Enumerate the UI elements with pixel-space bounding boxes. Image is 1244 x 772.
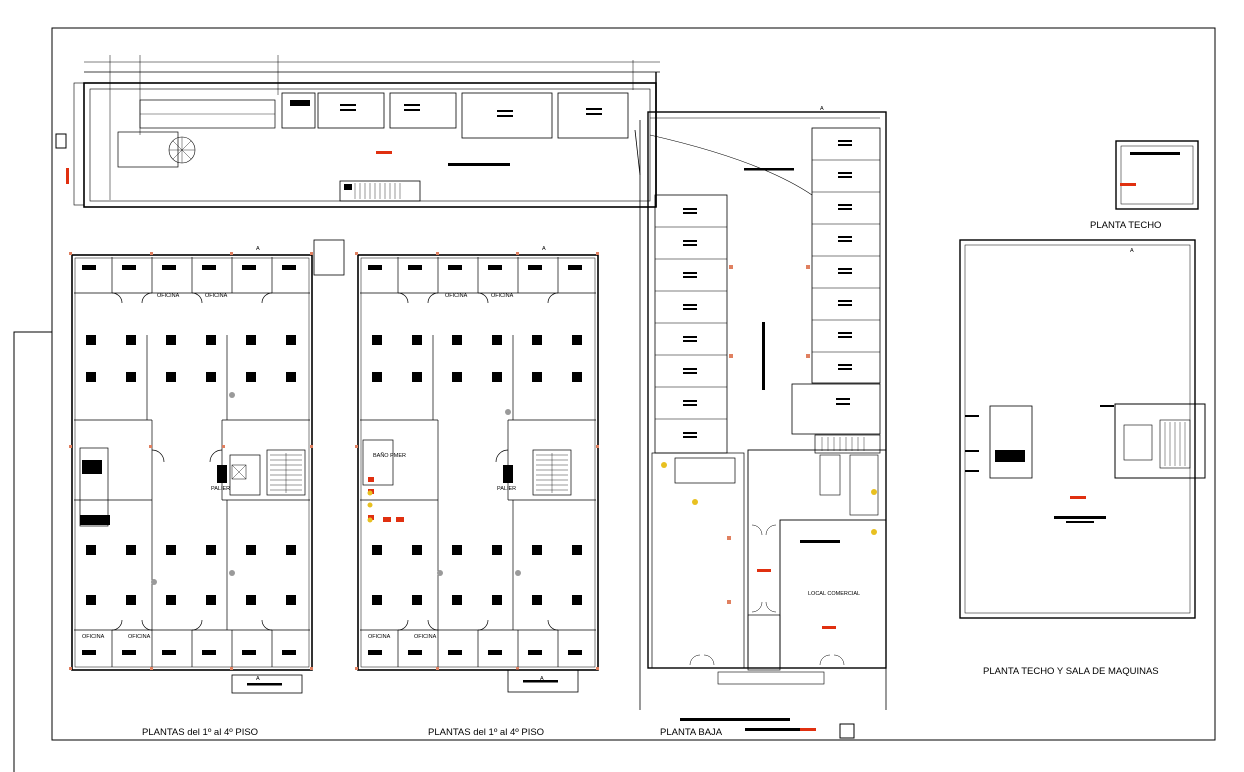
bathroom-area-left bbox=[79, 447, 109, 527]
palier-label-right: PALIER bbox=[497, 486, 516, 492]
section-mark-6: A bbox=[540, 676, 544, 682]
local-comercial-label: LOCAL COMERCIAL bbox=[808, 591, 860, 597]
sheet-border bbox=[51, 27, 1216, 741]
section-mark-4: A bbox=[1130, 248, 1134, 254]
level-markers bbox=[66, 151, 1136, 731]
roof-plan bbox=[1115, 140, 1199, 210]
caption-roof: PLANTA TECHO bbox=[1090, 220, 1161, 231]
roof-machine-plan bbox=[959, 239, 1206, 619]
oficina-label-2: OFICINA bbox=[205, 293, 228, 299]
caption-roof-machine: PLANTA TECHO Y SALA DE MAQUINAS bbox=[983, 666, 1159, 677]
oficina-label-6: OFICINA bbox=[491, 293, 514, 299]
oficina-label-8: OFICINA bbox=[414, 634, 437, 640]
floor-plan-right bbox=[355, 252, 599, 693]
caption-ground: PLANTA BAJA bbox=[660, 727, 723, 738]
sheet-left-frame bbox=[13, 331, 52, 772]
oficina-label-5: OFICINA bbox=[445, 293, 468, 299]
palier-label-left: PALIER bbox=[211, 486, 230, 492]
caption-floors-left: PLANTAS del 1º al 4º PISO bbox=[142, 727, 258, 738]
section-mark-3: A bbox=[820, 106, 824, 112]
bano-pmer-label: BAÑO PMER bbox=[373, 452, 406, 459]
oficina-label-7: OFICINA bbox=[368, 634, 391, 640]
oficina-label-4: OFICINA bbox=[128, 634, 151, 640]
section-mark-2: A bbox=[542, 246, 546, 252]
floor-plan-left bbox=[69, 252, 313, 694]
top-building-plan bbox=[55, 55, 660, 208]
ground-floor-plan bbox=[634, 111, 887, 739]
duct-box bbox=[313, 239, 345, 276]
oficina-label-3: OFICINA bbox=[82, 634, 105, 640]
section-mark-1: A bbox=[256, 246, 260, 252]
caption-floors-right: PLANTAS del 1º al 4º PISO bbox=[428, 727, 544, 738]
oficina-label-1: OFICINA bbox=[157, 293, 180, 299]
section-mark-5: A bbox=[256, 676, 260, 682]
